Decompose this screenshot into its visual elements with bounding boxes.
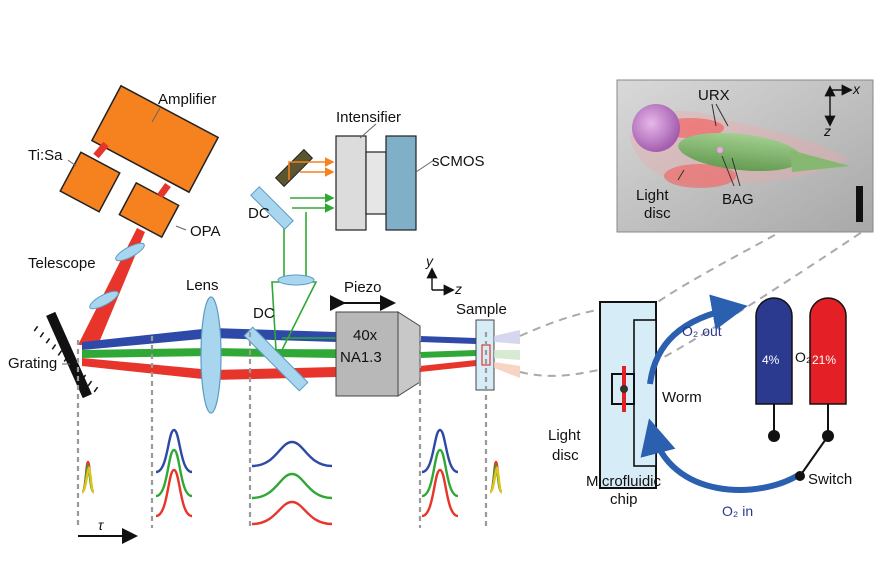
- label-o2-in: O₂ in: [722, 503, 753, 519]
- tube-lens: [277, 274, 315, 286]
- worm-inset: [616, 79, 874, 233]
- label-o2-out: O₂ out: [682, 323, 722, 339]
- dichroic-mirror: [243, 326, 309, 392]
- label-tau: τ: [98, 517, 104, 533]
- output-beams: [420, 336, 476, 372]
- gas-cylinders: [755, 297, 847, 481]
- leader-lines: [62, 107, 435, 365]
- o2-in-arrow: [640, 418, 802, 493]
- label-inset-z: z: [823, 123, 831, 139]
- scale-bar: [856, 186, 863, 222]
- pulse-1: [80, 460, 96, 494]
- label-microfluidic-2: chip: [610, 491, 638, 508]
- amplifier-box: [90, 84, 220, 194]
- label-intensifier: Intensifier: [336, 109, 401, 126]
- label-pct-low: 4%: [762, 353, 780, 367]
- cylinder-low: [755, 297, 793, 405]
- label-axis-z: z: [454, 281, 462, 297]
- dichroic-top: [250, 186, 294, 230]
- label-objective-mag: 40x: [353, 327, 378, 344]
- label-dc-top: DC: [248, 205, 270, 222]
- bag-dot: [717, 147, 723, 153]
- axis-yz: [426, 267, 455, 296]
- label-inset-x: x: [852, 81, 861, 97]
- label-light-disc-inset-1: Light: [636, 187, 669, 204]
- chip-channel: [633, 319, 657, 467]
- pharynx-sphere: [632, 104, 680, 152]
- telescope-lens-1: [115, 242, 145, 262]
- label-tisa: Ti:Sa: [28, 147, 63, 164]
- label-amplifier: Amplifier: [158, 91, 216, 108]
- pulse-4: [421, 428, 459, 518]
- beam-blue: [82, 328, 336, 350]
- imaging-arm: [250, 135, 417, 351]
- lens: [200, 296, 222, 414]
- beam-amp-opa: [157, 182, 171, 199]
- label-o2: O₂: [795, 349, 811, 365]
- pulse-3: [251, 440, 333, 526]
- worm-dot: [620, 385, 628, 393]
- opa-box: [118, 181, 180, 239]
- label-piezo: Piezo: [344, 279, 382, 296]
- label-worm: Worm: [662, 389, 702, 406]
- label-light-disc-2: disc: [552, 447, 579, 464]
- label-microfluidic-1: Microfluidic: [586, 473, 662, 490]
- label-light-disc-inset-2: disc: [644, 205, 671, 222]
- intensifier-connector: [365, 151, 387, 215]
- tisa-box: [59, 151, 121, 213]
- label-dc-mid: DC: [253, 305, 275, 322]
- beam-tisa-amp: [93, 141, 109, 159]
- sample: [475, 319, 520, 391]
- scmos-box: [385, 135, 417, 231]
- urx-disc-2: [664, 164, 736, 188]
- pulse-shapes: [80, 428, 504, 526]
- label-objective-na: NA1.3: [340, 349, 382, 366]
- beam-red: [82, 358, 336, 380]
- label-pct-high: 21%: [812, 353, 836, 367]
- switch-lever: [799, 435, 829, 477]
- label-switch: Switch: [808, 471, 852, 488]
- reference-lines: [76, 332, 488, 528]
- o2-out-arrow: [647, 294, 748, 385]
- label-bag: BAG: [722, 191, 754, 208]
- pulse-2: [155, 428, 193, 518]
- pulse-5: [488, 460, 504, 494]
- worm-tail: [790, 150, 850, 172]
- mirror-dark: [274, 148, 314, 188]
- label-axis-y: y: [425, 253, 434, 269]
- objective-tip: [397, 311, 421, 397]
- objective-body: [335, 311, 399, 397]
- intensifier-box: [335, 135, 367, 231]
- label-sample: Sample: [456, 301, 507, 318]
- text-labels: Amplifier Ti:Sa OPA Telescope Grating Le…: [8, 81, 861, 533]
- worm-body: [678, 132, 802, 172]
- label-opa: OPA: [190, 223, 221, 240]
- label-grating: Grating: [8, 355, 57, 372]
- microfluidic-chip: [599, 301, 657, 489]
- label-telescope: Telescope: [28, 255, 96, 272]
- telescope-lens-2: [89, 290, 119, 310]
- label-scmos: sCMOS: [432, 153, 485, 170]
- objective: [330, 295, 421, 397]
- label-urx: URX: [698, 87, 730, 104]
- label-light-disc-1: Light: [548, 427, 581, 444]
- switch-dot: [795, 471, 805, 481]
- laser-source: [59, 84, 220, 345]
- label-lens: Lens: [186, 277, 219, 294]
- cylinder-high: [809, 297, 847, 405]
